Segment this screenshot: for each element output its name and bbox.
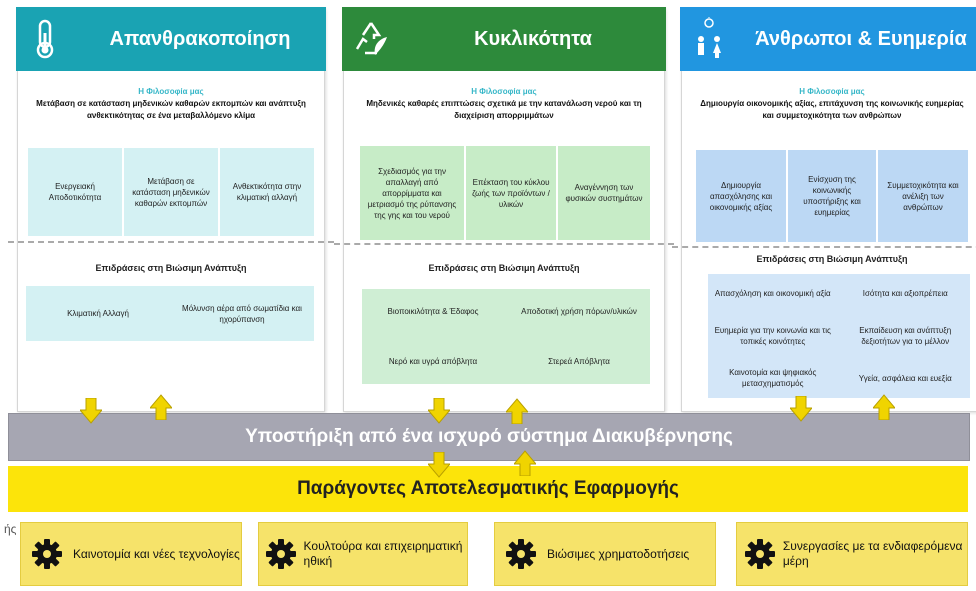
impacts-grid: Απασχόληση και οικονομική αξία Ισότητα κ… [708,274,970,398]
factor-label: Κουλτούρα και επιχειρηματική ηθική [303,539,463,568]
thermometer-icon [16,7,74,71]
arrow-up-icon [506,398,528,424]
arrow-down-icon [428,452,450,478]
focus-box: Ανθεκτικότητα στην κλιματική αλλαγή [220,148,314,236]
gear-icon [737,538,783,570]
pillar-header: Άνθρωποι & Ευημερία [680,7,976,71]
focus-boxes: Δημιουργία απασχόλησης και οικονομικής α… [696,150,968,242]
focus-box: Επέκταση του κύκλου ζωής των προϊόντων /… [466,146,556,240]
factor-label: Συνεργασίες με τα ενδιαφερόμενα μέρη [782,539,963,568]
impact-item: Αποδοτική χρήση πόρων/υλικών [521,307,637,317]
impact-item: Ισότητα και αξιοπρέπεια [862,289,948,299]
philosophy-text: Μετάβαση σε κατάσταση μηδενικών καθαρών … [36,99,306,120]
impact-item: Στερεά Απόβλητα [548,356,610,366]
philosophy-text: Δημιουργία οικονομικής αξίας, επιτάχυνση… [700,99,964,120]
focus-box: Δημιουργία απασχόλησης και οικονομικής α… [696,150,786,242]
people-icon [680,7,738,71]
pillar-title: Άνθρωποι & Ευημερία [755,27,967,50]
impacts-title: Επιδράσεις στη Βιώσιμη Ανάπτυξη [95,263,247,273]
divider [672,246,976,248]
gear-icon [259,538,304,570]
arrow-down-icon [428,398,450,424]
recycle-icon [342,7,400,71]
focus-box: Σχεδιασμός για την απαλλαγή από απορρίμμ… [360,146,464,240]
focus-boxes: Σχεδιασμός για την απαλλαγή από απορρίμμ… [360,146,650,240]
factor-label: Βιώσιμες χρηματοδοτήσεις [547,546,690,561]
factor-box: Συνεργασίες με τα ενδιαφερόμενα μέρη [736,522,968,586]
philosophy-label: Η Φιλοσοφία μας [471,87,537,96]
pillar-header: Απανθρακοποίηση [16,7,326,71]
factor-box: Βιώσιμες χρηματοδοτήσεις [494,522,716,586]
divider [334,243,674,245]
factor-box: Κουλτούρα και επιχειρηματική ηθική [258,522,468,586]
pillar-title: Απανθρακοποίηση [109,27,291,50]
impact-item: Εκπαίδευση και ανάπτυξη δεξιοτήτων για τ… [859,325,952,346]
focus-box: Μετάβαση σε κατάσταση μηδενικών καθαρών … [124,148,218,236]
impact-item: Μόλυνση αέρα από σωματίδια και ηχορύπανσ… [182,303,302,324]
focus-box: Αναγέννηση των φυσικών συστημάτων [558,146,650,240]
arrow-up-icon [150,394,172,420]
impact-item: Υγεία, ασφάλεια και ευεξία [858,373,952,383]
pillar-title: Κυκλικότητα [474,27,592,50]
arrow-up-icon [873,394,895,420]
pillar-people-wellbeing: Άνθρωποι & Ευημερία Η Φιλοσοφία μας Δημι… [672,7,976,412]
gear-icon [495,538,547,570]
focus-box: Ενεργειακή Αποδοτικότητα [28,148,122,236]
focus-box: Ενίσχυση της κοινωνικής υποστήριξης και … [788,150,876,242]
pillar-decarbonisation: Απανθρακοποίηση Η Φιλοσοφία μας Μετάβαση… [8,7,334,412]
philosophy-label: Η Φιλοσοφία μας [138,87,204,96]
impacts-title: Επιδράσεις στη Βιώσιμη Ανάπτυξη [756,254,908,264]
text-fragment: ής [4,522,17,536]
philosophy-label: Η Φιλοσοφία μας [799,87,865,96]
impacts-grid: Κλιματική Αλλαγή Μόλυνση αέρα από σωματί… [26,286,314,341]
impact-item: Απασχόληση και οικονομική αξία [714,289,831,299]
arrow-up-icon [514,450,536,476]
philosophy-text: Μηδενικές καθαρές επιπτώσεις σχετικά με … [366,99,642,120]
factors-title-bar: Παράγοντες Αποτελεσματικής Εφαρμογής [8,466,968,512]
pillar-header: Κυκλικότητα [342,7,666,71]
impact-item: Καινοτομία και ψηφιακός μετασχηματισμός [729,368,817,389]
impact-item: Νερό και υγρά απόβλητα [388,356,478,366]
impact-item: Βιοποικιλότητα & Έδαφος [387,307,479,317]
governance-bar: Υποστήριξη από ένα ισχυρό σύστημα Διακυβ… [8,413,970,461]
focus-box: Συμμετοχικότητα και ανέλιξη των ανθρώπων [878,150,968,242]
pillar-circularity: Κυκλικότητα Η Φιλοσοφία μας Μηδενικές κα… [334,7,674,412]
impact-item: Κλιματική Αλλαγή [67,309,129,318]
impacts-title: Επιδράσεις στη Βιώσιμη Ανάπτυξη [428,263,580,273]
divider [8,241,334,243]
impacts-grid: Βιοποικιλότητα & Έδαφος Αποδοτική χρήση … [362,289,650,384]
factor-label: Καινοτομία και νέες τεχνολογίες [73,546,240,561]
arrow-down-icon [790,396,812,422]
impact-item: Ευημερία για την κοινωνία και τις τοπικέ… [714,325,831,346]
factor-box: Καινοτομία και νέες τεχνολογίες [20,522,242,586]
gear-icon [21,538,73,570]
focus-boxes: Ενεργειακή Αποδοτικότητα Μετάβαση σε κατ… [28,148,314,236]
arrow-down-icon [80,398,102,424]
